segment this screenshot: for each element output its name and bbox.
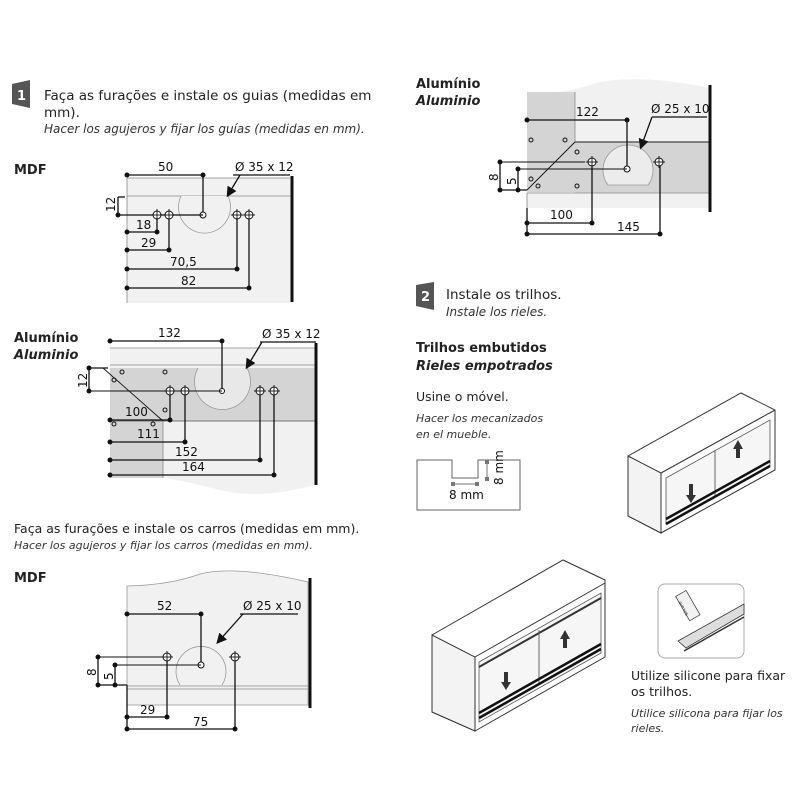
dim-label: 12 [104,197,118,212]
silicone-text-es: Utilice silicona para fijar los [631,707,783,720]
guide-aluminio-diagram: Alumínio Aluminio 132 Ø 35 x 12 12 100 1… [13,326,321,494]
dim-label: 52 [157,599,172,613]
carts-text-es: Hacer los agujeros y fijar los carros (m… [14,539,313,552]
step-number: 1 [17,89,26,104]
guide-mdf-diagram: MDF 50 Ø 35 x 12 12 18 29 70,5 82 [14,160,294,303]
dim-label: 145 [617,220,640,234]
silicone-text: Utilize silicone para fixar [631,668,786,683]
section-title: Trilhos embutidos [416,341,547,356]
dim-label: 29 [140,703,155,717]
rail-icon [677,603,745,649]
dim-label: 18 [136,218,151,232]
material-label: MDF [14,571,47,586]
cart-mdf-diagram: MDF 52 Ø 25 x 10 8 5 29 75 [14,570,312,732]
arrow-up-icon [733,440,743,458]
groove-width-label: 8 mm [449,488,484,502]
step-title-es: Instale los rieles. [446,305,547,319]
machine-text-es: en el mueble. [416,428,491,441]
groove-depth-label: 8 mm [492,450,506,485]
dim-label: 5 [102,672,116,680]
step-2-header: 2 Instale os trilhos. Instale los rieles… [416,282,562,441]
dim-label: 50 [158,160,173,174]
hole-spec: Ø 25 x 10 [243,599,302,613]
step-title: Instale os trilhos. [446,287,562,303]
dim-label: 5 [505,177,519,185]
dim-label: 111 [137,427,160,441]
material-label: Alumínio [416,77,480,92]
dim-label: 100 [550,208,573,222]
dim-label: 152 [175,445,198,459]
step-title-es: Hacer los agujeros y fijar los guías (me… [44,122,365,136]
dim-label: 8 [85,668,99,676]
cart-aluminio-diagram: Alumínio Aluminio 122 Ø 25 x 10 8 5 100 … [415,77,712,237]
step-title: Faça as furações e instale os guias (med… [44,88,371,104]
arrow-up-icon [560,630,570,648]
dim-label: 82 [181,274,196,288]
material-label: Alumínio [14,331,78,346]
hole-spec: Ø 25 x 10 [651,102,710,116]
dim-label: 122 [576,105,599,119]
silicone-text: os trilhos. [631,684,692,699]
dim-label: 8 [487,173,501,181]
dim-label: 70,5 [170,255,197,269]
dim-label: 100 [125,405,148,419]
carts-text: Faça as furações e instale os carros (me… [14,521,359,536]
dim-label: 75 [193,715,208,729]
arrow-down-icon [501,672,511,690]
silicone-detail: Silicone Utilize silicone para fixar os … [631,583,786,735]
step-1-header: 1 Faça as furações e instale os guias (m… [12,80,371,136]
hole-spec: Ø 35 x 12 [235,160,294,174]
dim-label: 29 [141,236,156,250]
material-label-es: Aluminio [415,94,480,109]
step-badge [12,80,30,108]
dim-label: 132 [158,326,181,340]
arrow-down-icon [686,484,696,503]
section-title-es: Rieles empotrados [416,359,553,374]
machine-text: Usine o móvel. [416,389,509,404]
groove-profile: 8 mm 8 mm [416,450,521,511]
step-title-cont: mm). [44,105,80,121]
cabinet-illustration-grooves [627,392,776,534]
cabinet-illustration-rails [431,559,606,732]
carts-instruction: Faça as furações e instale os carros (me… [14,521,359,552]
step-number: 2 [421,290,430,305]
silicone-text-es: rieles. [631,722,664,735]
material-label-es: Aluminio [13,348,78,363]
machine-text-es: Hacer los mecanizados [416,412,543,425]
dim-label: 12 [76,373,90,388]
step-badge [416,282,434,310]
material-label: MDF [14,163,47,178]
hole-spec: Ø 35 x 12 [262,327,321,341]
dim-label: 164 [182,460,205,474]
